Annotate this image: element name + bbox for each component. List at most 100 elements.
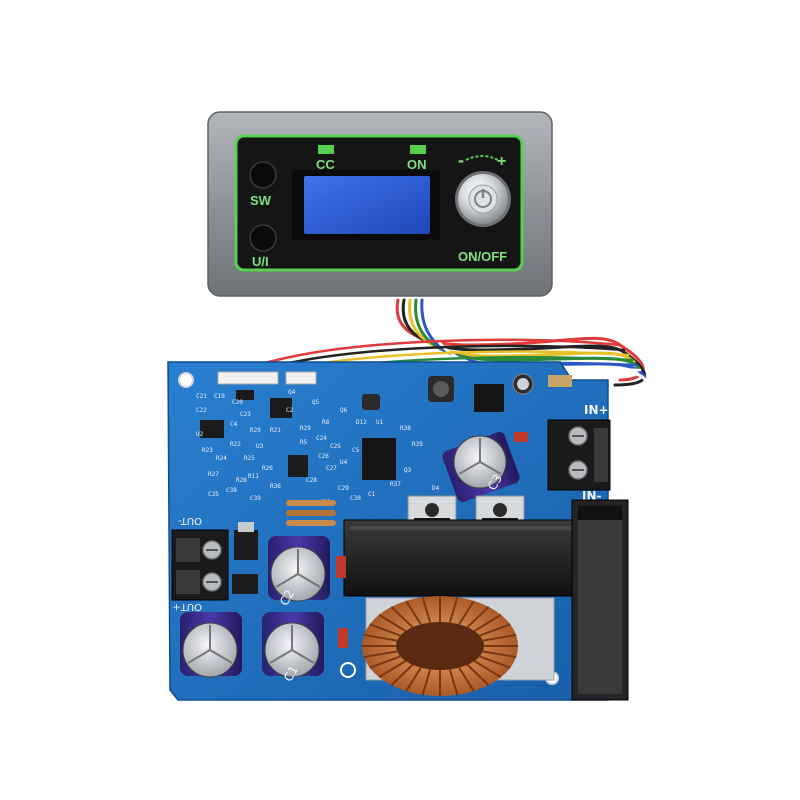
shunt-resistors	[286, 500, 336, 526]
encoder-knob[interactable]	[455, 171, 511, 227]
silkscreen-label: D4	[432, 485, 440, 492]
silkscreen-label: C25	[330, 443, 341, 450]
smd-resistor	[338, 628, 348, 648]
silkscreen-label: R26	[262, 465, 273, 472]
silkscreen-label: C26	[318, 453, 329, 460]
smd-resistor	[514, 432, 528, 442]
coil-winding	[458, 667, 475, 692]
silkscreen-label: C1	[368, 491, 376, 498]
silkscreen-label: C20	[232, 399, 243, 406]
out-minus-label: OUT-	[178, 515, 202, 526]
silkscreen-label: C21	[196, 393, 207, 400]
ic-chip	[236, 390, 254, 400]
output-terminal-block	[171, 529, 229, 601]
cap-label: C2	[277, 587, 297, 608]
silkscreen-label: R5	[300, 439, 308, 446]
silkscreen-label: Q3	[404, 467, 412, 474]
silkscreen-label: U2	[196, 431, 204, 438]
silkscreen-label: R28	[236, 477, 247, 484]
aux-connector	[285, 371, 317, 385]
coil-winding	[421, 596, 432, 623]
coil-winding	[473, 613, 502, 632]
ui-button-label: U/I	[252, 254, 269, 269]
silkscreen-label: C24	[316, 435, 327, 442]
coil-winding	[369, 655, 401, 669]
silkscreen-label: C28	[306, 477, 317, 484]
silkscreen-label: R37	[390, 481, 401, 488]
mount-hole	[178, 372, 194, 388]
silkscreen-label: R24	[216, 455, 227, 462]
silkscreen-label: C29	[338, 485, 349, 492]
silkscreen-label: U1	[376, 419, 384, 426]
silkscreen-label: R39	[412, 441, 423, 448]
cc-led-label: CC	[316, 157, 335, 172]
silkscreen-label: R8	[322, 419, 330, 426]
small-inductor	[362, 394, 380, 410]
silkscreen-label: R38	[400, 425, 411, 432]
output-capacitor	[180, 612, 242, 678]
coil-winding	[369, 623, 401, 637]
silkscreen-label: R11	[248, 473, 259, 480]
silkscreen-label: C4	[230, 421, 238, 428]
silkscreen-label: R36	[270, 483, 281, 490]
coil-winding	[482, 633, 517, 642]
silkscreen-label: U4	[340, 459, 348, 466]
control-panel: CC ON SW U/I - + ON/OFF	[207, 111, 553, 297]
coil-winding	[378, 660, 407, 679]
silkscreen-label: R22	[230, 441, 241, 448]
coil-winding	[479, 655, 511, 669]
ic-chip	[200, 420, 224, 438]
silkscreen-label: C35	[208, 491, 219, 498]
toroidal-inductor	[362, 596, 555, 696]
silkscreen-label: C5	[352, 447, 360, 454]
silkscreen-label: R29	[300, 425, 311, 432]
coil-winding	[363, 650, 398, 659]
silkscreen-label: R27	[208, 471, 219, 478]
knob-plus-mark: +	[497, 153, 506, 170]
silkscreen-label: C2	[286, 407, 294, 414]
heatsink	[343, 519, 583, 597]
smd-capacitor	[548, 375, 572, 387]
silkscreen-label: C22	[196, 407, 207, 414]
panel-connector	[217, 371, 279, 385]
knob-minus-mark: -	[458, 150, 464, 170]
ic-chip	[288, 455, 308, 477]
silkscreen-label: C38	[226, 487, 237, 494]
out-plus-label: OUT+	[172, 601, 202, 612]
on-led-indicator	[410, 145, 426, 154]
cooling-fan	[571, 499, 629, 701]
on-led-label: ON	[407, 157, 427, 172]
cap-label: C3	[485, 472, 505, 493]
coil-winding	[448, 596, 459, 623]
silkscreen-label: Q6	[340, 407, 348, 414]
coil-winding	[378, 613, 407, 632]
ui-button[interactable]	[249, 224, 277, 252]
board-logo-icon	[340, 662, 356, 678]
coil-winding	[363, 633, 398, 642]
silkscreen-label: Q5	[312, 399, 320, 406]
coil-winding	[421, 669, 432, 696]
cap-label: C1	[281, 663, 301, 684]
in-plus-label: IN+	[584, 403, 609, 417]
input-terminal-block	[547, 419, 611, 491]
smd-diode	[232, 574, 258, 594]
smd-transistor	[234, 530, 258, 560]
coil-winding	[390, 606, 414, 628]
sw-button[interactable]	[249, 161, 277, 189]
silkscreen-label: R20	[250, 427, 261, 434]
coil-winding	[466, 606, 490, 628]
input-capacitor: C3	[442, 432, 520, 502]
ic-chip	[270, 398, 292, 418]
coil-winding	[466, 664, 490, 686]
sw-button-label: SW	[250, 193, 272, 208]
output-capacitor: C2	[268, 536, 330, 608]
cc-led-indicator	[318, 145, 334, 154]
knob-arc-mark	[465, 155, 499, 161]
smd-resistor	[336, 556, 346, 578]
coil-winding	[458, 600, 475, 625]
silkscreen-label: C30	[350, 495, 361, 502]
silkscreen-label: U3	[256, 443, 264, 450]
